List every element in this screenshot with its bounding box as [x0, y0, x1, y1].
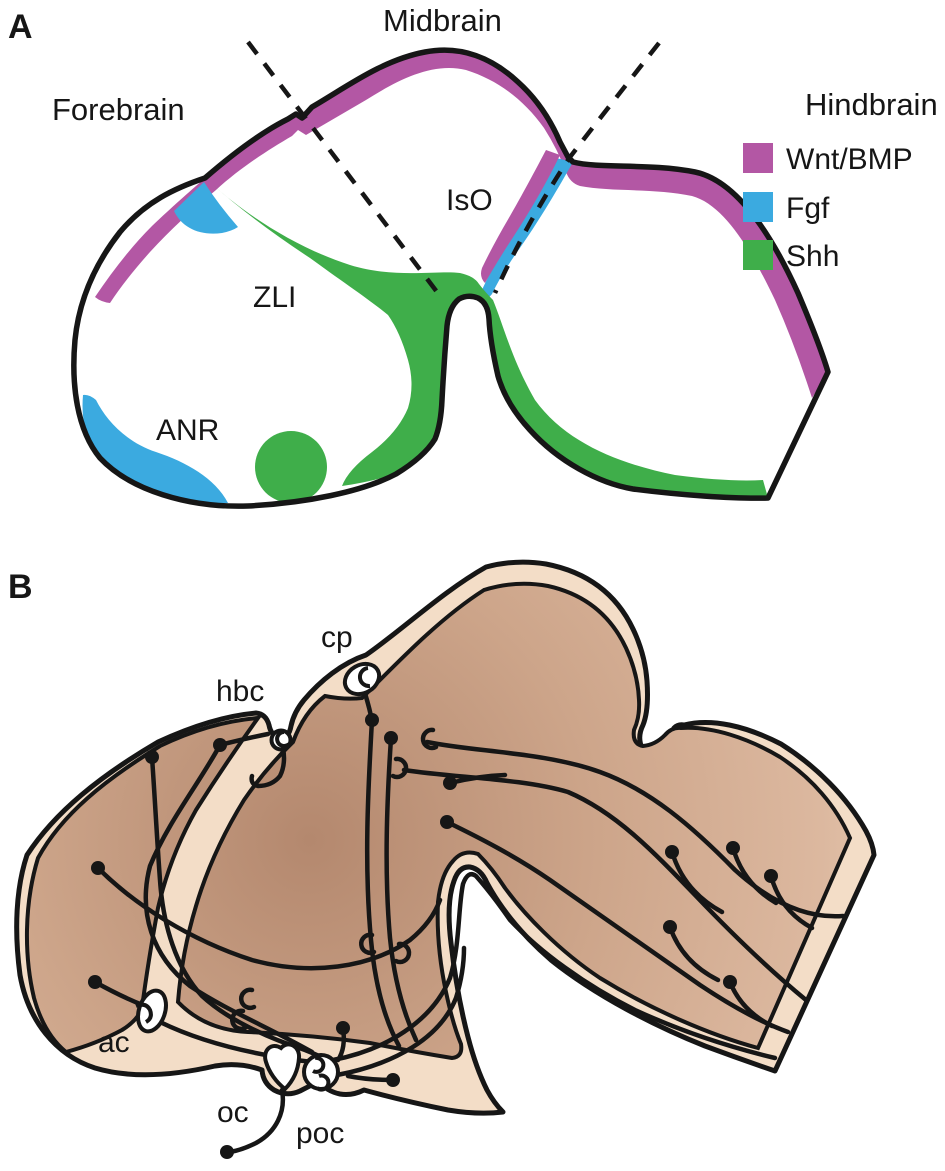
neuron-soma-dot: [440, 815, 454, 829]
hbc-curl: [275, 730, 291, 748]
neuron-soma-dot: [213, 738, 227, 752]
panel-a-label: A: [8, 8, 33, 46]
tpoc-tract-a: [330, 872, 778, 1063]
legend-swatch-shh: [743, 240, 773, 270]
telencephalon-interior: [24, 715, 263, 1055]
neuron-soma-dot: [726, 841, 740, 855]
poc-label: poc: [296, 1117, 344, 1150]
axon-tracts: [92, 681, 846, 1155]
longitudinal-tract-2: [401, 767, 809, 1003]
neuron-soma-dot: [365, 713, 379, 727]
neuron-soma-dot: [764, 869, 778, 883]
forebrain-label: Forebrain: [52, 92, 185, 127]
oc-external-axon: [227, 1087, 286, 1155]
panel-b-label: B: [8, 568, 33, 606]
commissure-loops: [135, 661, 382, 1092]
cp-label: cp: [321, 621, 353, 654]
wnt-bmp-dorsal-band: [95, 50, 828, 398]
neuron-soma-dot: [384, 731, 398, 745]
poc-curl-1: [312, 1055, 326, 1074]
oc-label: oc: [217, 1096, 249, 1129]
pc-tract-1: [364, 717, 402, 1049]
zli-label: ZLI: [253, 281, 296, 314]
tpoc-tract-b: [334, 945, 467, 1078]
neuron-soma-dot: [723, 975, 737, 989]
crossing-hook-2: [390, 756, 409, 780]
neuron-soma-dot: [220, 1145, 234, 1159]
crossing-hook-5: [359, 932, 377, 956]
fgf-dorsal-patch: [174, 182, 238, 234]
forebrain-sweep-axon: [95, 865, 443, 971]
neuron-soma-dot: [665, 845, 679, 859]
legend-label-wnt-bmp: Wnt/BMP: [786, 143, 913, 176]
neuron-soma-dot: [663, 920, 677, 934]
panel-b: B cp hbc ac oc poc: [8, 559, 877, 1159]
shh-basal-blob: [255, 431, 327, 503]
hbc-label: hbc: [216, 675, 264, 708]
neuron-somata: [88, 713, 778, 1159]
pc-tract-2: [384, 735, 419, 1043]
oc-loop: [263, 1042, 302, 1092]
iso-label: IsO: [446, 184, 493, 217]
legend: Wnt/BMP Fgf Shh: [743, 143, 913, 273]
crossing-hooks: [230, 727, 439, 1032]
neuron-soma-dot: [443, 776, 457, 790]
cp-curl: [358, 666, 371, 689]
midbrain-hindbrain-boundary-dashed-line: [492, 41, 661, 294]
hindbrain-neuron-axon-1: [669, 849, 725, 915]
brain-outline-a-stroke: [71, 47, 831, 509]
legend-label-shh: Shh: [786, 240, 839, 273]
neuron-soma-dot: [386, 1073, 400, 1087]
poc-curl-2: [315, 1073, 331, 1092]
neuron-soma-dot: [145, 750, 159, 764]
ac-label: ac: [98, 1026, 130, 1059]
dien-mid-hindbrain-interior: [175, 581, 853, 1061]
longitudinal-tract-3: [444, 819, 791, 1035]
midbrain-label: Midbrain: [383, 3, 502, 38]
ac-curl: [135, 1002, 153, 1024]
anr-label: ANR: [156, 414, 219, 447]
hbc-descending-axon: [249, 745, 287, 789]
hindbrain-label: Hindbrain: [805, 87, 938, 122]
crossing-hook-4: [230, 1008, 248, 1032]
crossing-hook-1: [420, 727, 439, 751]
iso-wnt-strip: [481, 150, 560, 283]
crossing-hook-6: [393, 941, 412, 965]
neuron-soma-dot: [88, 975, 102, 989]
neuron-soma-dot: [336, 1021, 350, 1035]
legend-label-fgf: Fgf: [786, 192, 830, 225]
legend-swatch-wnt-bmp: [743, 143, 773, 173]
crossing-hook-3: [239, 987, 257, 1011]
neuron-soma-dot: [91, 861, 105, 875]
dvdt-axon-2: [143, 742, 315, 1055]
panel-a: A Forebrain Midbrain Hindbrain IsO ZLI A…: [8, 3, 938, 509]
legend-swatch-fgf: [743, 192, 773, 222]
